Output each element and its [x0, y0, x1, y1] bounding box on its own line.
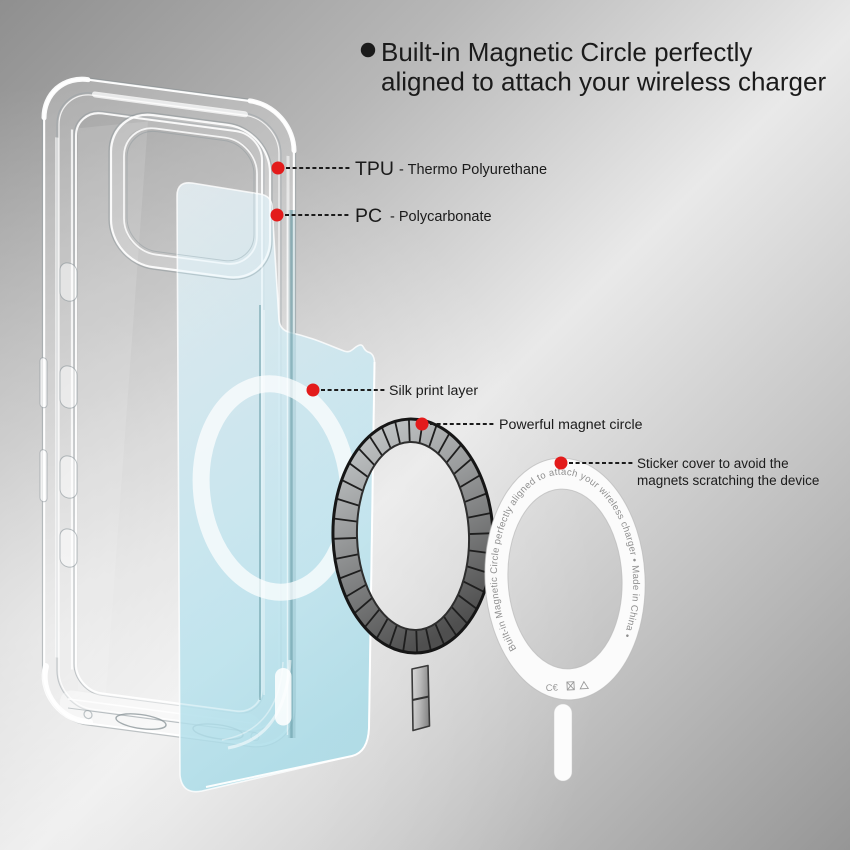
- svg-text:C€: C€: [545, 682, 558, 694]
- svg-text:Built-in Magnetic Circle perfe: Built-in Magnetic Circle perfectly: [381, 37, 752, 67]
- svg-text:PC: PC: [355, 205, 382, 227]
- svg-text:Silk print layer: Silk print layer: [389, 383, 478, 399]
- svg-text:- Thermo Polyurethane: - Thermo Polyurethane: [399, 162, 547, 178]
- svg-text:aligned to attach your wireles: aligned to attach your wireless charger: [381, 66, 826, 96]
- svg-text:magnets scratching the device: magnets scratching the device: [637, 473, 819, 488]
- svg-text:TPU: TPU: [355, 158, 394, 180]
- svg-text:Sticker cover to avoid the: Sticker cover to avoid the: [637, 456, 789, 471]
- svg-text:- Polycarbonate: - Polycarbonate: [390, 209, 492, 225]
- svg-text:Powerful magnet circle: Powerful magnet circle: [499, 417, 643, 433]
